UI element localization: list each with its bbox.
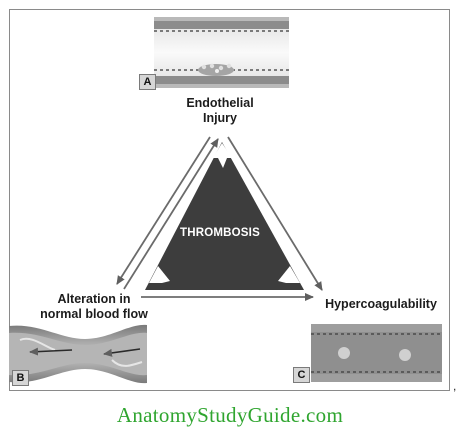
center-label-thrombosis: THROMBOSIS	[180, 227, 260, 239]
node-top-line1: Endothelial	[186, 96, 254, 110]
vessel-image-a	[154, 17, 289, 88]
node-left-line1: Alteration in	[57, 292, 131, 306]
arrow-left-to-top	[123, 138, 219, 290]
badge-b: B	[12, 370, 29, 386]
thrombosis-triangle	[145, 142, 304, 290]
vessel-image-c	[311, 324, 442, 382]
node-endothelial-injury: Endothelial Injury	[160, 96, 280, 126]
node-hypercoagulability: Hypercoagulability	[318, 297, 444, 312]
arrow-top-to-left	[116, 136, 211, 285]
watermark-text: AnatomyStudyGuide.com	[116, 403, 344, 427]
node-altered-blood-flow: Alteration in normal blood flow	[20, 292, 168, 322]
badge-c: C	[293, 367, 310, 383]
node-top-line2: Injury	[202, 111, 238, 125]
node-left-line2: normal blood flow	[40, 307, 148, 321]
triad-arrows	[116, 136, 323, 301]
arrow-top-to-right	[227, 136, 323, 291]
node-right-line1: Hypercoagulability	[325, 297, 437, 311]
vessel-image-b	[9, 324, 147, 384]
trailing-mark: ,	[453, 379, 457, 393]
badge-a: A	[139, 74, 156, 90]
